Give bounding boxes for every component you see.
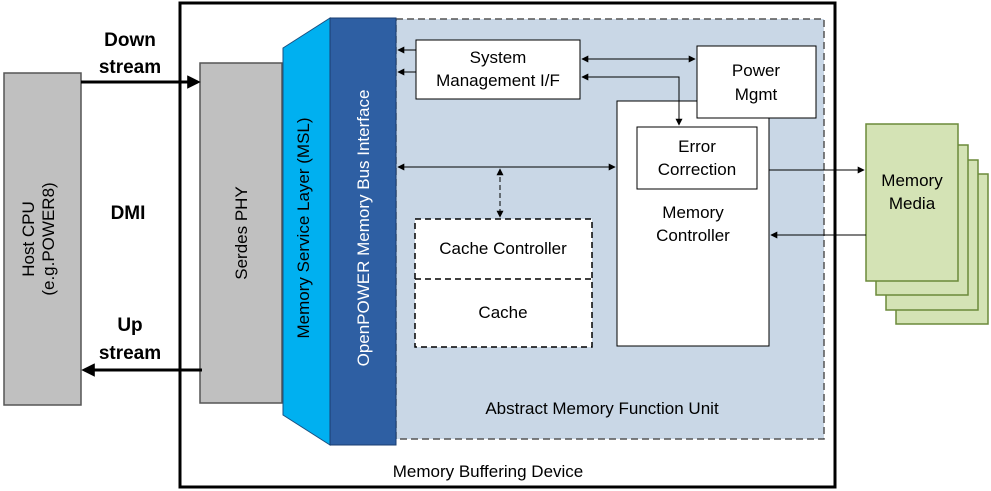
system-management-if-box [415,39,581,100]
downstream-label-line1: Down [104,30,156,51]
memory-buffering-device-label: Memory Buffering Device [393,462,584,481]
cache-controller-label: Cache Controller [439,239,567,258]
error-correction-label-line1: Error [678,137,716,156]
serdes-phy-box [199,62,283,404]
memory-media-label-line2: Media [889,194,936,213]
power-mgmt-label-line2: Mgmt [735,85,778,104]
host-cpu-sublabel: (e.g.POWER8) [39,182,58,295]
cache-block-box [414,218,593,348]
memory-controller-label-line1: Memory [662,203,724,222]
system-management-if-label-line1: System [470,48,527,67]
host-cpu-box [3,72,82,406]
upstream-label-line1: Up [117,315,142,336]
memory-service-layer-label: Memory Service Layer (MSL) [294,117,313,338]
openpower-memory-bus-interface-label: OpenPOWER Memory Bus Interface [354,90,373,367]
openpower-memory-bus-interface-box [329,17,397,446]
power-mgmt-box [696,45,817,119]
memory-media-label-line1: Memory [881,171,943,190]
downstream-label-line2: stream [99,57,161,78]
smi-error-correction-arrow [581,73,683,126]
dmi-label: DMI [111,203,146,224]
serdes-phy-label: Serdes PHY [232,186,251,280]
error-correction-label-line2: Correction [658,160,736,179]
host-cpu-label: Host CPU [19,201,38,277]
power-mgmt-label-line1: Power [732,61,781,80]
upstream-label-line2: stream [99,343,161,364]
memory-controller-label-line2: Controller [656,226,730,245]
error-correction-box [636,126,758,190]
abstract-memory-function-unit-label: Abstract Memory Function Unit [485,399,719,418]
cache-label: Cache [478,303,527,322]
system-management-if-label-line2: Management I/F [436,71,560,90]
memory-media-card-1 [865,123,959,282]
memory-buffering-device-box [178,1,837,489]
